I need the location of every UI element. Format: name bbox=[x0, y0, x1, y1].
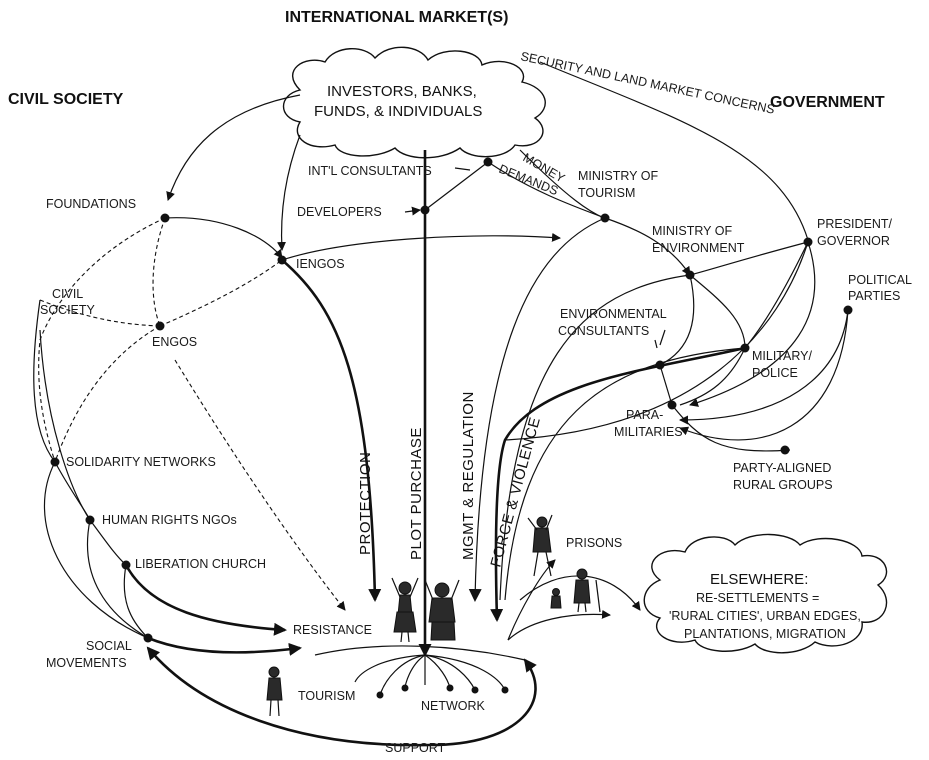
label-env-consultants-2: CONSULTANTS bbox=[558, 324, 649, 338]
label-civil-society-1: CIVIL bbox=[52, 287, 83, 301]
label-military-police-2: POLICE bbox=[752, 366, 798, 380]
header-international-market: INTERNATIONAL MARKET(S) bbox=[285, 9, 508, 26]
label-military-police-1: MILITARY/ bbox=[752, 349, 812, 363]
protester-figure-right bbox=[424, 579, 460, 641]
label-social-movements-1: SOCIAL bbox=[86, 639, 132, 653]
label-ministry-tourism-2: TOURISM bbox=[578, 186, 635, 200]
label-political-parties-2: PARTIES bbox=[848, 289, 900, 303]
label-paramilitaries-2: MILITARIES bbox=[614, 425, 683, 439]
header-government: GOVERNMENT bbox=[770, 94, 885, 111]
elsewhere-line4: PLANTATIONS, MIGRATION bbox=[684, 627, 846, 641]
elsewhere-line2: RE-SETTLEMENTS = bbox=[696, 591, 819, 605]
label-developers: DEVELOPERS bbox=[297, 205, 382, 219]
label-president-2: GOVERNOR bbox=[817, 234, 890, 248]
elsewhere-line1: ELSEWHERE: bbox=[710, 571, 808, 588]
label-party-aligned-2: RURAL GROUPS bbox=[733, 478, 833, 492]
edges-civil-society bbox=[33, 217, 561, 656]
edge-label-plot-purchase: PLOT PURCHASE bbox=[408, 427, 425, 560]
investors-cloud-line2: FUNDS, & INDIVIDUALS bbox=[314, 103, 482, 120]
label-liberation-church: LIBERATION CHURCH bbox=[135, 557, 266, 571]
displaced-family-figures bbox=[550, 568, 601, 613]
label-social-movements-2: MOVEMENTS bbox=[46, 656, 127, 670]
elsewhere-line3: 'RURAL CITIES', URBAN EDGES, bbox=[669, 609, 861, 623]
label-env-consultants-1: ENVIRONMENTAL bbox=[560, 307, 667, 321]
label-prisons: PRISONS bbox=[566, 536, 622, 550]
edges-local bbox=[146, 559, 641, 747]
label-ministry-environment-1: MINISTRY OF bbox=[652, 224, 732, 238]
label-paramilitaries-1: PARA- bbox=[626, 408, 663, 422]
label-president-1: PRESIDENT/ bbox=[817, 217, 893, 231]
header-civil-society: CIVIL SOCIETY bbox=[8, 91, 124, 108]
edge-label-protection: PROTECTION bbox=[357, 452, 374, 555]
label-solidarity-networks: SOLIDARITY NETWORKS bbox=[66, 455, 216, 469]
edge-label-mgmt-regulation: MGMT & REGULATION bbox=[460, 391, 477, 560]
investors-cloud-line1: INVESTORS, BANKS, bbox=[327, 83, 477, 100]
label-political-parties-1: POLITICAL bbox=[848, 273, 912, 287]
label-iengos: IENGOS bbox=[296, 257, 345, 271]
label-ministry-tourism-1: MINISTRY OF bbox=[578, 169, 658, 183]
node-dots bbox=[50, 157, 853, 699]
investors-cloud: INVESTORS, BANKS, FUNDS, & INDIVIDUALS bbox=[283, 46, 546, 159]
label-party-aligned-1: PARTY-ALIGNED bbox=[733, 461, 831, 475]
edges-market bbox=[166, 61, 809, 657]
label-foundations: FOUNDATIONS bbox=[46, 197, 136, 211]
label-tourism: TOURISM bbox=[298, 689, 355, 703]
elsewhere-cloud: ELSEWHERE: RE-SETTLEMENTS = 'RURAL CITIE… bbox=[643, 533, 888, 654]
label-resistance: RESISTANCE bbox=[293, 623, 372, 637]
label-ministry-environment-2: ENVIRONMENT bbox=[652, 241, 745, 255]
protester-figure-left bbox=[391, 577, 419, 643]
label-human-rights-ngos: HUMAN RIGHTS NGOs bbox=[102, 513, 237, 527]
label-support: SUPPORT bbox=[385, 741, 446, 755]
label-civil-society-2: SOCIETY bbox=[40, 303, 96, 317]
prisoner-figures bbox=[527, 514, 553, 577]
tourist-figure bbox=[266, 666, 283, 717]
label-intl-consultants: INT'L CONSULTANTS bbox=[308, 164, 432, 178]
label-network: NETWORK bbox=[421, 699, 486, 713]
label-engos: ENGOS bbox=[152, 335, 197, 349]
